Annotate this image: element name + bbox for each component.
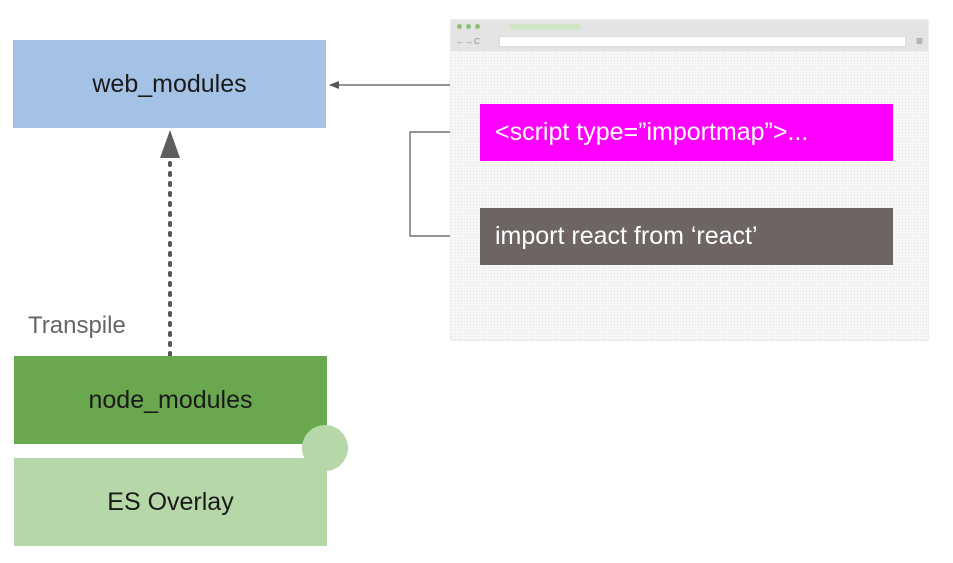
- import-statement-label: import react from ‘react’: [495, 222, 758, 250]
- browser-address-bar: [499, 36, 906, 47]
- transpile-edge-label: Transpile: [28, 312, 126, 339]
- node-modules-label: node_modules: [88, 385, 253, 414]
- hamburger-menu-icon: ≡: [915, 34, 923, 48]
- browser-window: ←→C ≡: [450, 19, 929, 341]
- web-modules-label: web_modules: [92, 69, 247, 98]
- back-forward-refresh-icon: ←→C: [456, 37, 481, 46]
- web-modules-node: web_modules: [13, 40, 326, 128]
- browser-tab: [509, 24, 581, 30]
- window-dot-icon: [475, 24, 480, 29]
- browser-toolbar: ←→C ≡: [451, 20, 928, 51]
- transpile-arrowhead: [160, 130, 180, 158]
- importmap-node: <script type=”importmap”>...: [480, 104, 893, 161]
- window-dot-icon: [466, 24, 471, 29]
- importmap-label: <script type=”importmap”>...: [495, 118, 809, 146]
- overlay-badge: [302, 425, 348, 471]
- node-modules-node: node_modules: [14, 356, 327, 444]
- window-dot-icon: [457, 24, 462, 29]
- import-statement-node: import react from ‘react’: [480, 208, 893, 265]
- es-overlay-label: ES Overlay: [107, 487, 234, 516]
- es-overlay-node: ES Overlay: [14, 458, 327, 546]
